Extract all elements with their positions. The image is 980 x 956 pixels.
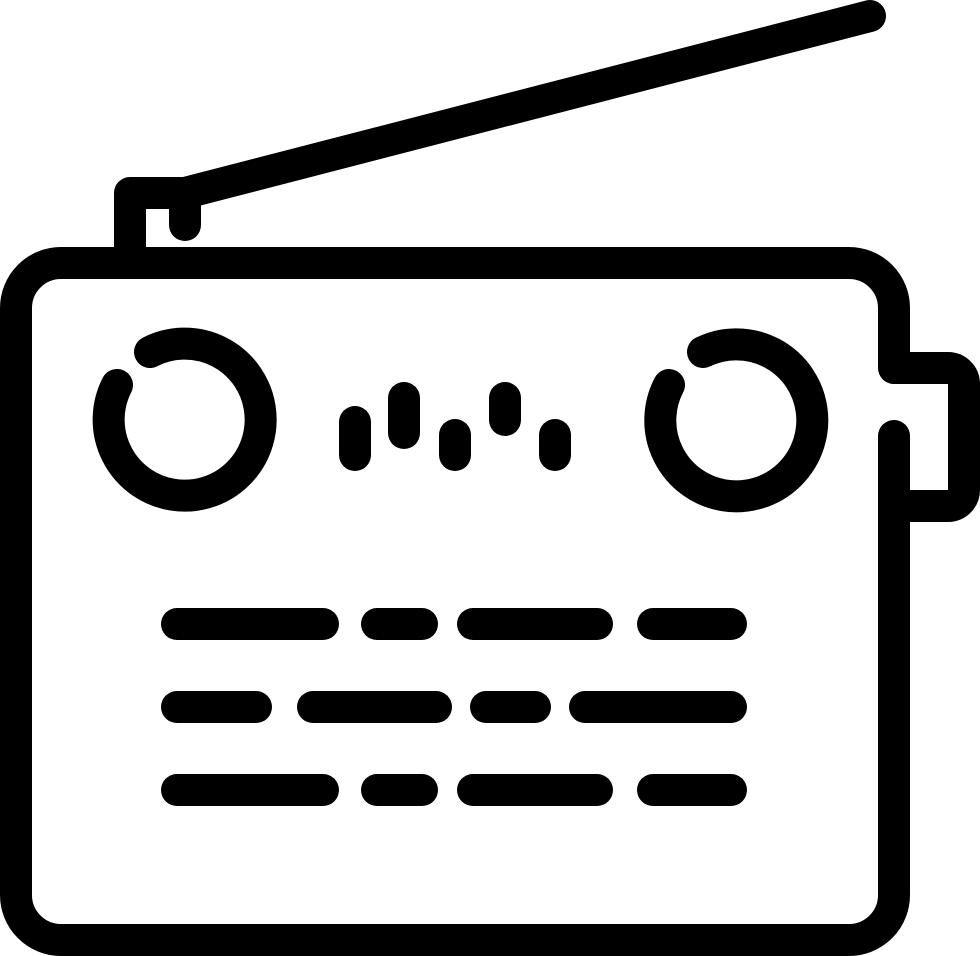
- right-knob-icon: [644, 328, 829, 513]
- radio-body: [0, 247, 980, 956]
- left-knob-icon: [92, 327, 277, 512]
- speaker-grille: [161, 608, 747, 806]
- antenna-icon: [114, 0, 886, 279]
- equalizer-bars: [339, 382, 571, 471]
